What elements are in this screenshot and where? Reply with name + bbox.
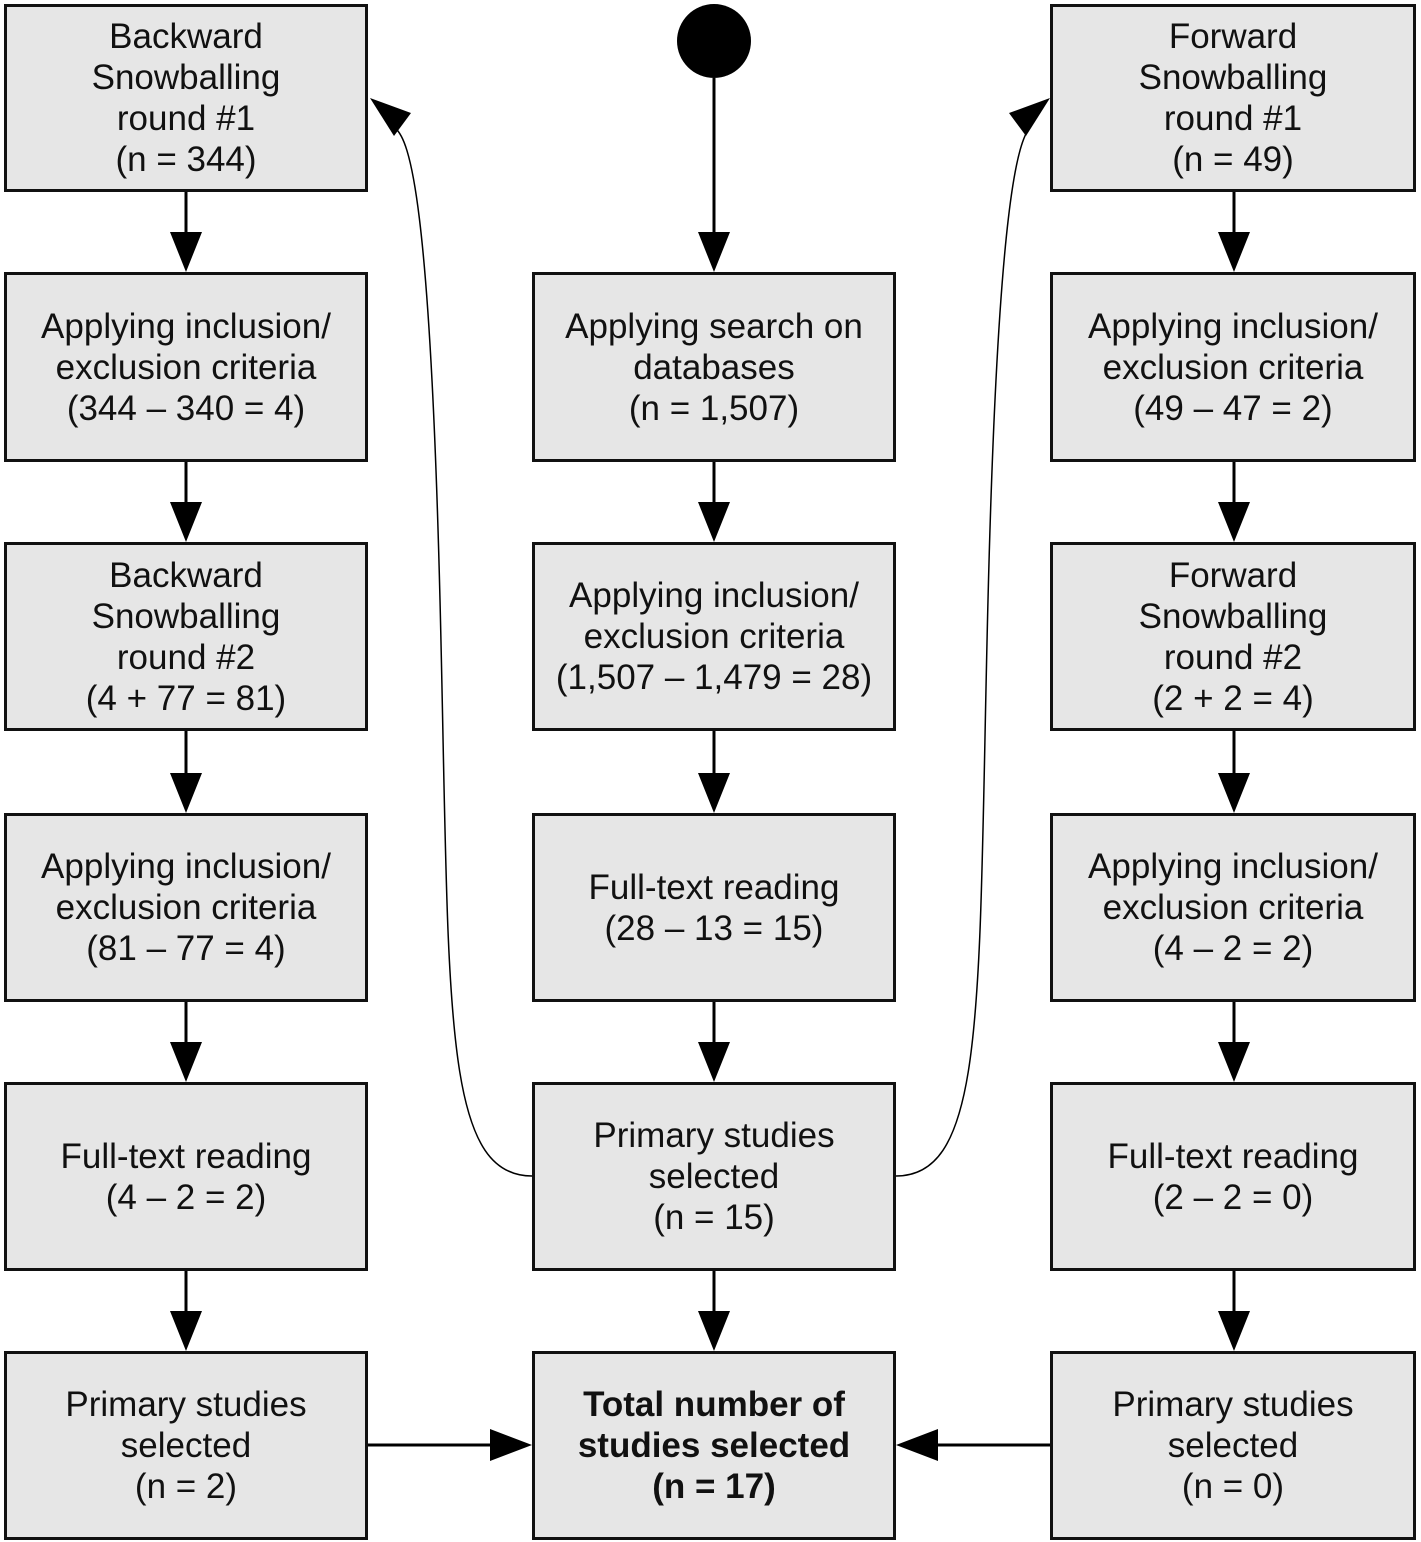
forward-criteria-1-box: Applying inclusion/ exclusion criteria (…	[1050, 272, 1416, 462]
backward-full-text-label: Full-text reading (4 – 2 = 2)	[60, 1136, 312, 1217]
forward-snowballing-round-2-label: Forward Snowballing round #2 (2 + 2 = 4)	[1138, 555, 1328, 718]
forward-criteria-1-label: Applying inclusion/ exclusion criteria (…	[1088, 306, 1378, 428]
database-search-label: Applying search on databases (n = 1,507)	[565, 306, 863, 428]
backward-selected-box: Primary studies selected (n = 2)	[4, 1351, 368, 1540]
backward-snowballing-round-1-label: Backward Snowballing round #1 (n = 344)	[91, 17, 281, 179]
database-search-box: Applying search on databases (n = 1,507)	[532, 272, 896, 462]
backward-criteria-1-box: Applying inclusion/ exclusion criteria (…	[4, 272, 368, 462]
center-selected-label: Primary studies selected (n = 15)	[593, 1116, 835, 1237]
forward-snowballing-round-2-box: Forward Snowballing round #2 (2 + 2 = 4)	[1050, 542, 1416, 731]
center-full-text-label: Full-text reading (28 – 13 = 15)	[588, 867, 840, 948]
backward-snowballing-round-1-box: Backward Snowballing round #1 (n = 344)	[4, 4, 368, 192]
backward-selected-label: Primary studies selected (n = 2)	[65, 1385, 307, 1506]
center-criteria-box: Applying inclusion/ exclusion criteria (…	[532, 542, 896, 731]
center-selected-box: Primary studies selected (n = 15)	[532, 1082, 896, 1271]
backward-criteria-2-box: Applying inclusion/ exclusion criteria (…	[4, 813, 368, 1002]
arrowhead-backward-round-1	[370, 98, 411, 136]
forward-full-text-label: Full-text reading (2 – 2 = 0)	[1107, 1136, 1359, 1217]
forward-snowballing-round-1-box: Forward Snowballing round #1 (n = 49)	[1050, 4, 1416, 192]
curve-to-forward-round-1	[895, 125, 1032, 1177]
backward-full-text-box: Full-text reading (4 – 2 = 2)	[4, 1082, 368, 1271]
total-selected-label: Total number of studies selected (n = 17…	[577, 1385, 851, 1506]
forward-selected-label: Primary studies selected (n = 0)	[1112, 1385, 1354, 1506]
backward-snowballing-round-2-box: Backward Snowballing round #2 (4 + 77 = …	[4, 542, 368, 731]
forward-full-text-box: Full-text reading (2 – 2 = 0)	[1050, 1082, 1416, 1271]
curve-to-backward-round-1	[394, 127, 533, 1177]
backward-criteria-2-label: Applying inclusion/ exclusion criteria (…	[41, 847, 331, 968]
forward-criteria-2-label: Applying inclusion/ exclusion criteria (…	[1088, 847, 1378, 968]
forward-snowballing-round-1-label: Forward Snowballing round #1 (n = 49)	[1138, 17, 1328, 179]
arrowhead-forward-round-1	[1009, 98, 1050, 136]
backward-snowballing-round-2-label: Backward Snowballing round #2 (4 + 77 = …	[85, 555, 287, 718]
forward-criteria-2-box: Applying inclusion/ exclusion criteria (…	[1050, 813, 1416, 1002]
total-selected-box: Total number of studies selected (n = 17…	[532, 1351, 896, 1540]
center-criteria-label: Applying inclusion/ exclusion criteria (…	[555, 576, 873, 697]
start-node	[677, 4, 751, 78]
backward-criteria-1-label: Applying inclusion/ exclusion criteria (…	[41, 306, 331, 428]
forward-selected-box: Primary studies selected (n = 0)	[1050, 1351, 1416, 1540]
center-full-text-box: Full-text reading (28 – 13 = 15)	[532, 813, 896, 1002]
